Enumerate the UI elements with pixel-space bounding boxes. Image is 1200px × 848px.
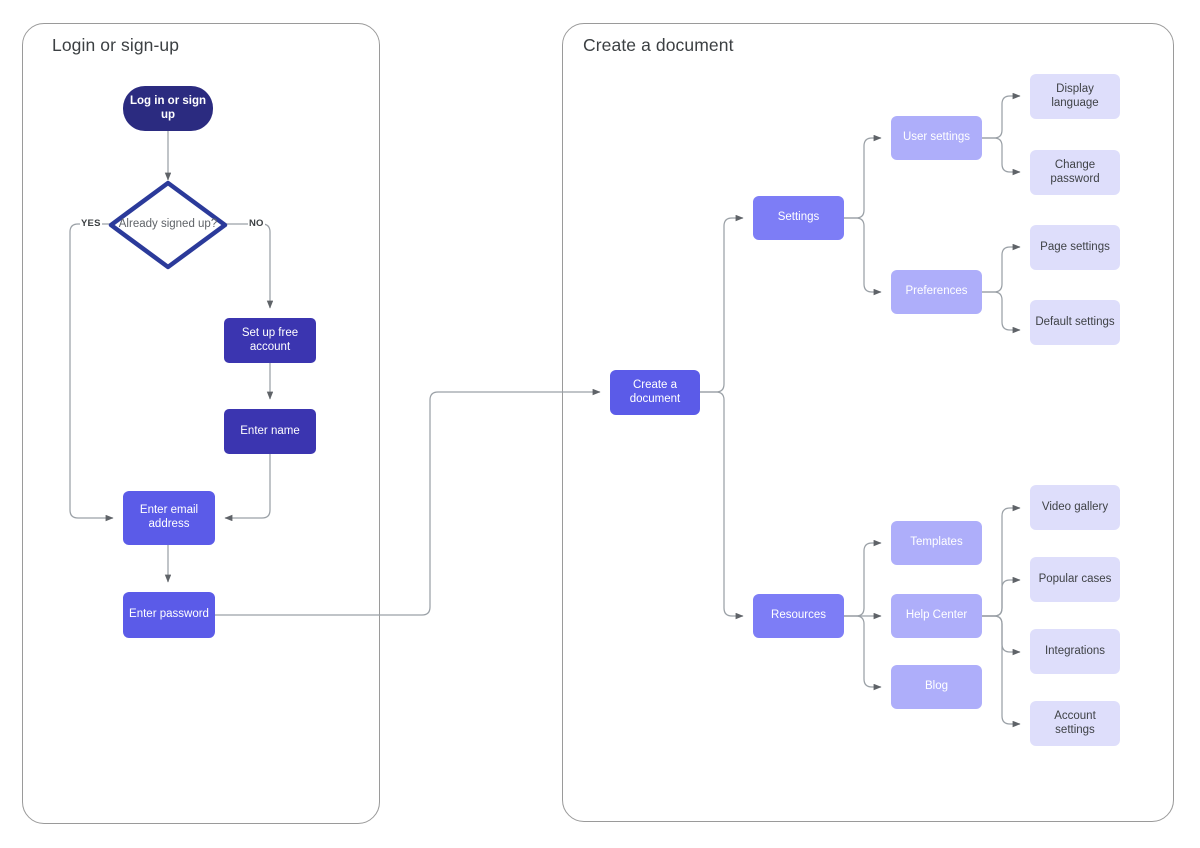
node-preferences[interactable]: Preferences — [891, 270, 982, 314]
node-log-in-or-sign-up[interactable]: Log in or sign up — [123, 86, 213, 131]
node-display-language[interactable]: Display language — [1030, 74, 1120, 119]
node-enter-password[interactable]: Enter password — [123, 592, 215, 638]
node-create-a-document[interactable]: Create a document — [610, 370, 700, 415]
node-enter-email-address[interactable]: Enter email address — [123, 491, 215, 545]
node-templates[interactable]: Templates — [891, 521, 982, 565]
node-user-settings[interactable]: User settings — [891, 116, 982, 160]
login-container — [22, 23, 380, 824]
node-account-settings[interactable]: Account settings — [1030, 701, 1120, 746]
node-help-center[interactable]: Help Center — [891, 594, 982, 638]
node-integrations[interactable]: Integrations — [1030, 629, 1120, 674]
node-change-password[interactable]: Change password — [1030, 150, 1120, 195]
login-container-title: Login or sign-up — [52, 35, 180, 55]
node-enter-name[interactable]: Enter name — [224, 409, 316, 454]
diamond-shape — [108, 180, 228, 270]
node-video-gallery[interactable]: Video gallery — [1030, 485, 1120, 530]
node-resources[interactable]: Resources — [753, 594, 844, 638]
node-blog[interactable]: Blog — [891, 665, 982, 709]
node-popular-cases[interactable]: Popular cases — [1030, 557, 1120, 602]
node-default-settings[interactable]: Default settings — [1030, 300, 1120, 345]
create-document-container-title: Create a document — [583, 35, 734, 55]
node-settings[interactable]: Settings — [753, 196, 844, 240]
edge-label-no: NO — [248, 218, 265, 229]
edge-label-yes: YES — [80, 218, 102, 229]
node-already-signed-up[interactable]: Already signed up? — [108, 180, 228, 270]
node-page-settings[interactable]: Page settings — [1030, 225, 1120, 270]
decision-label: Already signed up? — [118, 218, 218, 231]
node-set-up-free-account[interactable]: Set up free account — [224, 318, 316, 363]
